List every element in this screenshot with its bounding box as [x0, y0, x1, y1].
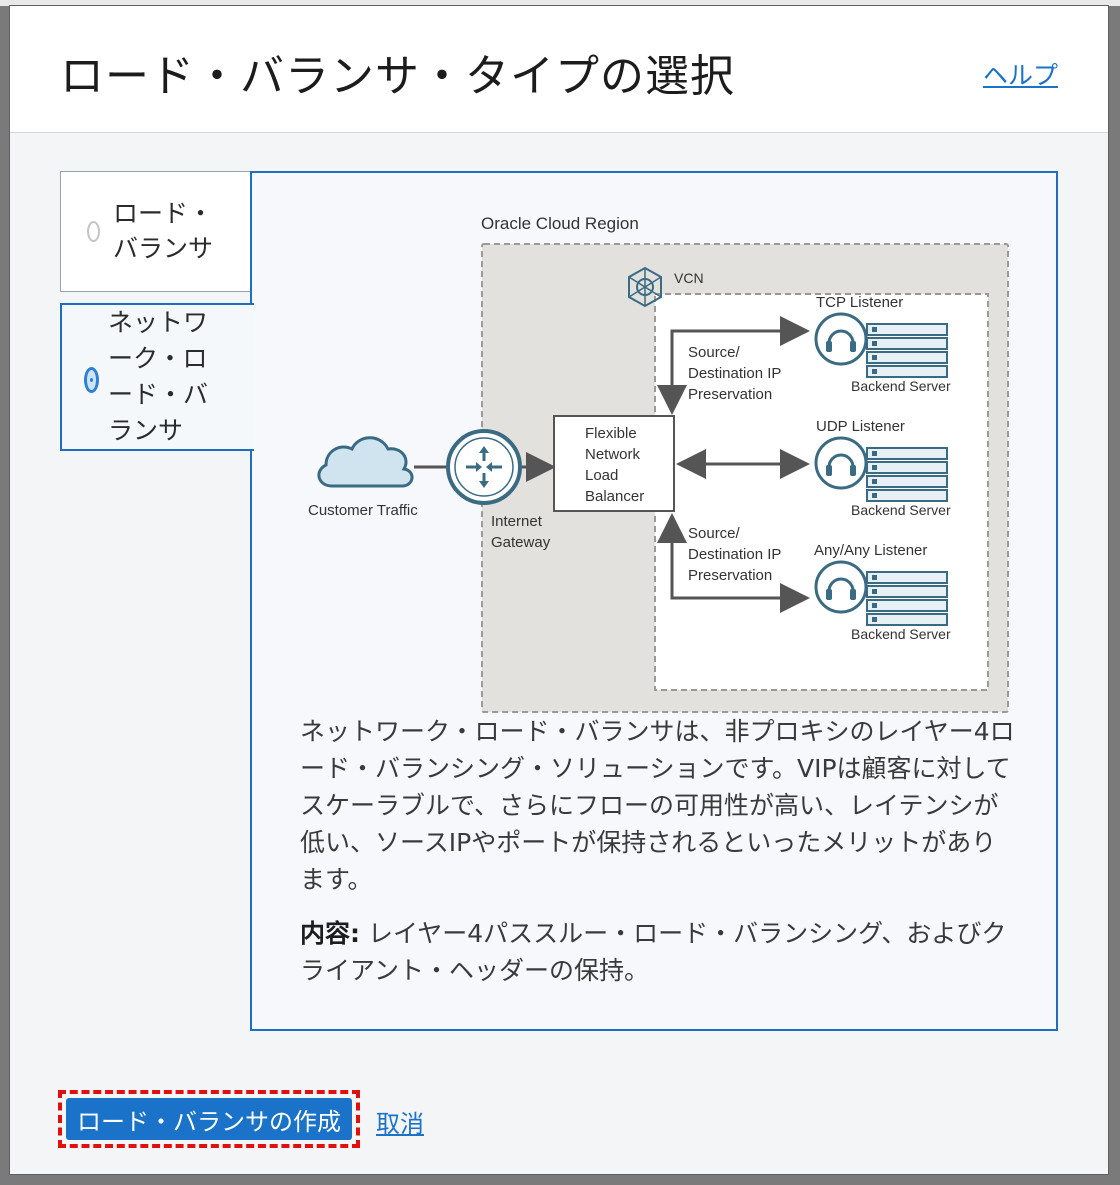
create-button-highlight: ロード・バランサの作成	[58, 1090, 360, 1148]
option-network-load-balancer[interactable]: ネットワーク・ロード・バランサ	[60, 303, 254, 451]
nlb-line: Flexible	[585, 425, 637, 442]
architecture-diagram: Oracle Cloud Region VCN Customer Traffic	[308, 214, 1009, 713]
content-label: 内容:	[300, 919, 360, 948]
internet-gateway-label-2: Gateway	[491, 534, 551, 551]
headset-icon	[814, 436, 868, 490]
nlb-line: Balancer	[585, 488, 644, 505]
preservation-bottom: Source/	[688, 525, 741, 542]
server-stack-icon	[866, 323, 948, 378]
vcn-hexagon-icon	[628, 266, 662, 308]
option-detail-panel: Oracle Cloud Region VCN Customer Traffic	[250, 171, 1058, 1031]
dialog-header: ロード・バランサ・タイプの選択 ヘルプ	[10, 6, 1108, 133]
nlb-line: Network	[585, 446, 641, 463]
preservation-top: Destination IP	[688, 365, 781, 382]
listener-group-any: Any/Any Listener Backend Server	[814, 542, 951, 642]
load-balancer-type-dialog: ロード・バランサ・タイプの選択 ヘルプ ロード・バランサ ネットワーク・ロード・…	[10, 6, 1108, 1174]
server-stack-icon	[866, 447, 948, 502]
backend-server-label: Backend Server	[851, 626, 951, 642]
option-load-balancer[interactable]: ロード・バランサ	[60, 171, 252, 292]
listener-group-udp: UDP Listener Backend Server	[814, 418, 951, 518]
description-content: 内容: レイヤー4パススルー・ロード・バランシング、およびクライアント・ヘッダー…	[300, 915, 1020, 989]
preservation-bottom: Destination IP	[688, 546, 781, 563]
listener-label: TCP Listener	[816, 294, 903, 311]
network-load-balancer-box	[553, 415, 675, 512]
preservation-top: Preservation	[688, 386, 772, 403]
backend-server-label: Backend Server	[851, 502, 951, 518]
cloud-icon	[317, 436, 414, 488]
server-stack-icon	[866, 571, 948, 626]
backend-server-label: Backend Server	[851, 378, 951, 394]
router-icon	[446, 429, 522, 505]
vcn-label: VCN	[674, 270, 704, 286]
cancel-link[interactable]: 取消	[376, 1110, 424, 1138]
headset-icon	[814, 560, 868, 614]
description-text: ネットワーク・ロード・バランサは、非プロキシのレイヤー4ロード・バランシング・ソ…	[300, 717, 1015, 894]
internet-gateway-label: Internet	[491, 513, 543, 530]
radio-load-balancer[interactable]	[87, 221, 100, 242]
customer-traffic-label: Customer Traffic	[308, 502, 418, 519]
content-text: レイヤー4パススルー・ロード・バランシング、およびクライアント・ヘッダーの保持。	[300, 919, 1007, 985]
preservation-top: Source/	[688, 344, 741, 361]
listener-label: Any/Any Listener	[814, 542, 927, 559]
option-label: ネットワーク・ロード・バランサ	[108, 308, 209, 445]
region-label: Oracle Cloud Region	[481, 214, 639, 233]
radio-network-load-balancer[interactable]	[84, 367, 99, 393]
help-link[interactable]: ヘルプ	[982, 61, 1058, 90]
option-label: ロード・バランサ	[113, 199, 214, 263]
listener-label: UDP Listener	[816, 418, 905, 435]
nlb-line: Load	[585, 467, 618, 484]
preservation-bottom: Preservation	[688, 567, 772, 584]
create-load-balancer-button[interactable]: ロード・バランサの作成	[66, 1098, 352, 1140]
dialog-title: ロード・バランサ・タイプの選択	[60, 51, 735, 102]
listener-group-tcp: TCP Listener Backend Server	[814, 294, 951, 394]
headset-icon	[814, 312, 868, 366]
